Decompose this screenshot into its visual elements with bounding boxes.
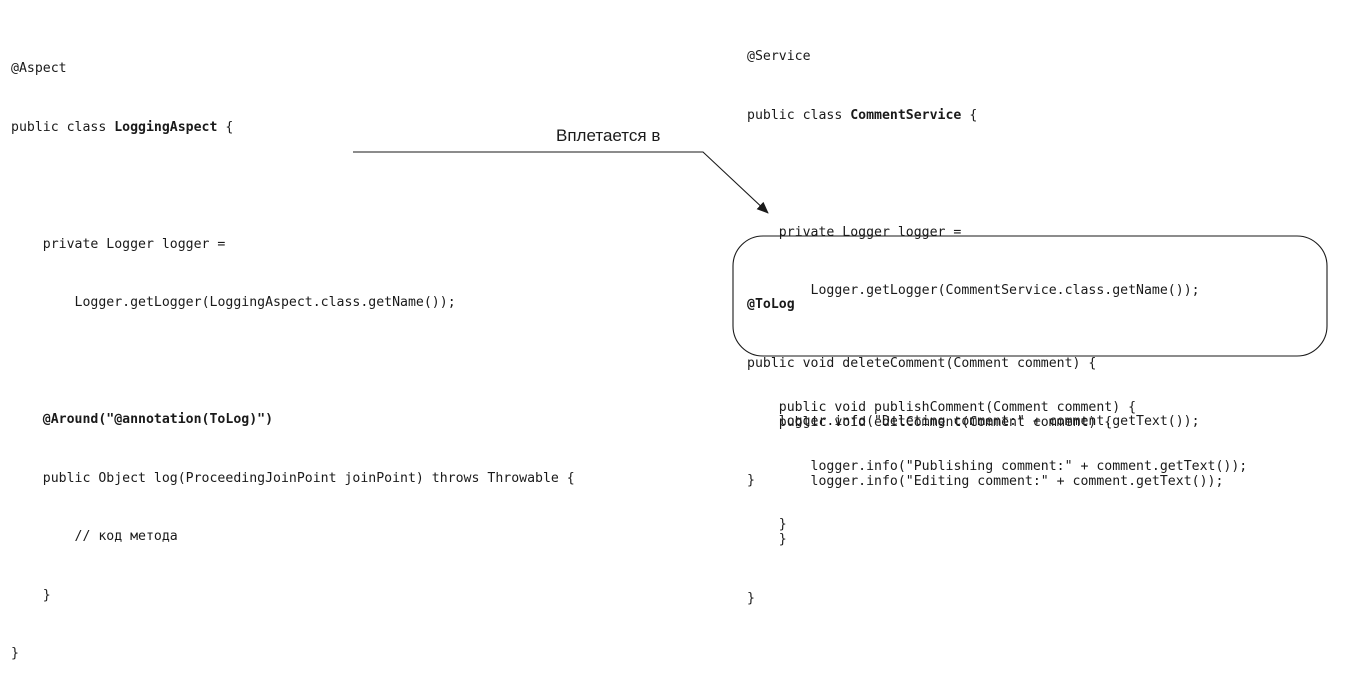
service-logger-init-line: Logger.getLogger(CommentService.class.ge… — [747, 281, 1247, 301]
method-comment-line: // код метода — [11, 527, 575, 547]
method-close-brace: } — [42, 587, 51, 603]
publish-comment-signature: public void publishComment(Comment comme… — [778, 400, 1137, 415]
service-class-declaration: public class CommentService { — [747, 106, 1247, 126]
tolog-highlight-box — [732, 235, 1328, 357]
service-annotation: @Service — [747, 49, 811, 64]
service-logger-declaration: private Logger logger = — [778, 224, 962, 240]
comment-service-code-bottom: public void editComment(Comment comment)… — [747, 374, 1223, 628]
service-logger-init: Logger.getLogger(CommentService.class.ge… — [810, 283, 1200, 298]
blank-line — [11, 352, 575, 372]
method-close-line: } — [11, 586, 575, 606]
blank-line — [11, 176, 575, 196]
method-comment: // код метода — [74, 529, 178, 544]
logger-init-line: Logger.getLogger(LoggingAspect.class.get… — [11, 293, 575, 313]
weave-label: Вплетается в — [556, 126, 661, 145]
logger-init: Logger.getLogger(LoggingAspect.class.get… — [74, 295, 456, 310]
weave-arrow — [353, 151, 769, 214]
edit-comment-body: logger.info("Editing comment:" + comment… — [810, 473, 1224, 489]
edit-close-line: } — [747, 530, 1223, 550]
edit-signature-line: public void editComment(Comment comment)… — [747, 413, 1223, 433]
logger-declaration-line: private Logger logger = — [11, 235, 575, 255]
log-method-signature-line: public Object log(ProceedingJoinPoint jo… — [11, 469, 575, 489]
class-open-brace: { — [217, 119, 234, 135]
publish-signature-line: public void publishComment(Comment comme… — [747, 398, 1247, 418]
class-keyword: public class — [11, 119, 115, 135]
edit-comment-signature: public void editComment(Comment comment)… — [778, 415, 1113, 430]
edit-body-line: logger.info("Editing comment:" + comment… — [747, 472, 1224, 492]
aspect-class-name: LoggingAspect — [114, 119, 218, 135]
logging-aspect-code: @Aspect public class LoggingAspect { pri… — [11, 20, 575, 683]
tolog-annotation: @ToLog — [747, 297, 795, 312]
delete-comment-code: @ToLog public void deleteComment(Comment… — [747, 256, 1200, 510]
around-annotation-line: @Around("@annotation(ToLog)") — [11, 410, 575, 430]
blank-line — [747, 164, 1247, 184]
edit-close-brace: } — [778, 532, 787, 547]
service-class-close-brace: } — [747, 590, 755, 606]
log-method-signature: public Object log(ProceedingJoinPoint jo… — [42, 470, 575, 486]
class-close-brace: } — [11, 646, 19, 661]
logger-declaration: private Logger logger = — [42, 236, 226, 252]
aspect-annotation: @Aspect — [11, 61, 67, 76]
delete-body-line: logger.info("Deleting comment:" + commen… — [747, 412, 1200, 432]
class-keyword: public class — [747, 107, 851, 123]
delete-comment-body: logger.info("Deleting comment:" + commen… — [778, 414, 1200, 429]
diagram-overlay — [353, 151, 1328, 357]
delete-comment-signature: public void deleteComment(Comment commen… — [747, 355, 1097, 371]
service-logger-declaration-line: private Logger logger = — [747, 223, 1247, 243]
service-class-name: CommentService — [850, 107, 962, 123]
class-open-brace: { — [961, 107, 978, 123]
aspect-class-declaration: public class LoggingAspect { — [11, 118, 575, 138]
around-annotation: @Around("@annotation(ToLog)") — [42, 412, 274, 427]
